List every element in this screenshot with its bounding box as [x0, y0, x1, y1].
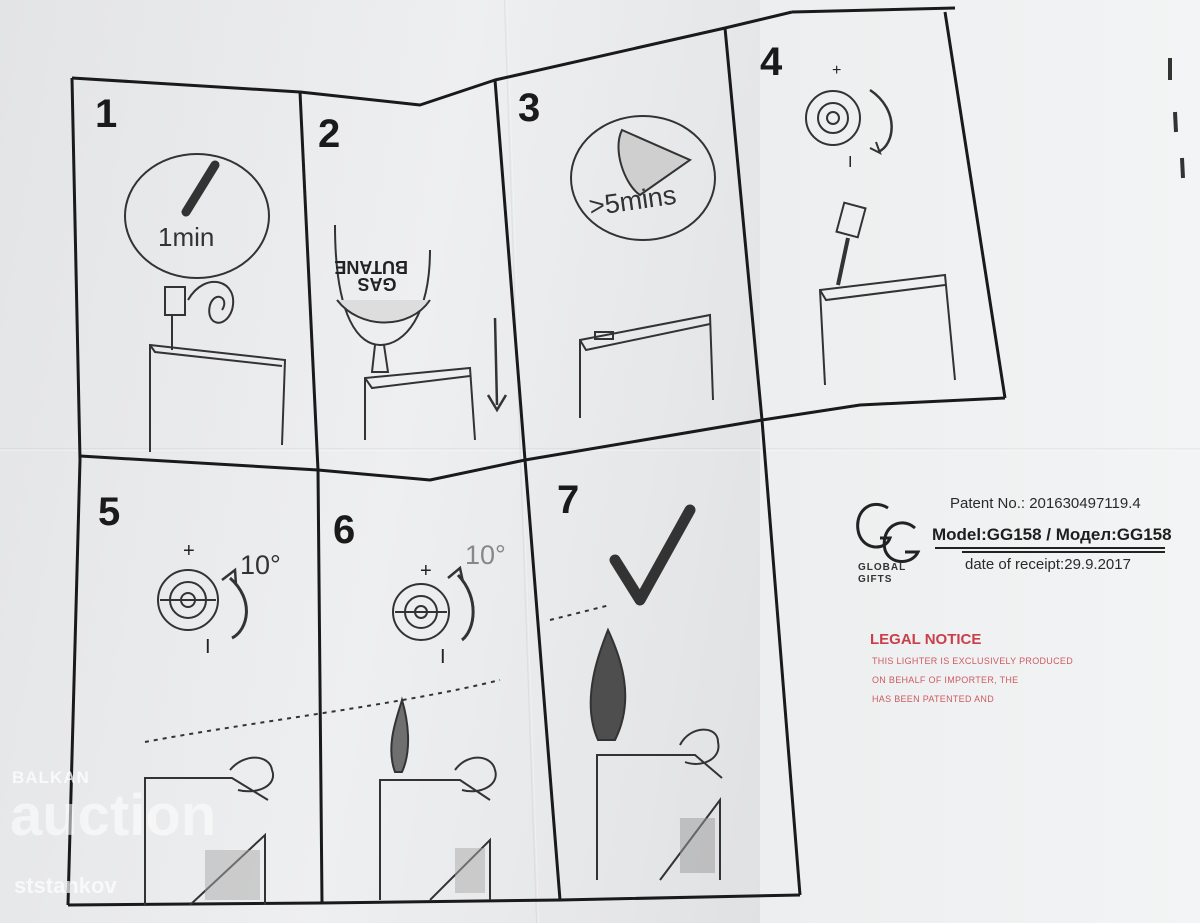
step-5-number: 5	[98, 490, 121, 534]
step-5-plus: +	[183, 540, 195, 562]
step5-illustration	[144, 567, 501, 906]
step-3-number: 3	[518, 86, 541, 130]
date-of-receipt: date of receipt:29.9.2017	[965, 556, 1131, 573]
step-6-plus: +	[420, 560, 432, 582]
step-6-minus: I	[440, 646, 446, 668]
fold-line-horizontal	[0, 448, 1200, 451]
step2-illustration	[334, 224, 508, 441]
patent-number: Patent No.: 201630497119.4	[950, 495, 1141, 512]
step4-illustration	[805, 88, 956, 386]
step-2-number: 2	[318, 112, 341, 156]
step-1-number: 1	[95, 92, 118, 136]
watermark-user: ststankov	[14, 873, 117, 898]
legal-notice-title: LEGAL NOTICE	[870, 631, 982, 648]
brand-line2: GIFTS	[858, 574, 893, 585]
step-7-number: 7	[557, 478, 580, 522]
step-6-degrees: 10°	[465, 540, 506, 570]
gas-label-line1: BUTANE	[334, 257, 408, 277]
legal-notice-line: ON BEHALF OF IMPORTER, THE	[872, 675, 1019, 685]
gas-label-line2: GAS	[357, 274, 397, 294]
step-5-degrees: 10°	[240, 550, 281, 580]
step6-illustration	[379, 565, 497, 901]
watermark-balkan: BALKAN	[12, 768, 90, 787]
butane-gas-label: GAS BUTANE	[334, 257, 408, 294]
step-6-number: 6	[333, 508, 356, 552]
watermark-auction: auction	[10, 783, 217, 848]
step-4-minus: I	[848, 154, 853, 171]
right-panel	[760, 0, 1200, 923]
step-4-number: 4	[760, 40, 783, 84]
brand-line1: GLOBAL	[858, 562, 907, 573]
step3-illustration	[570, 115, 716, 418]
legal-notice-line: THIS LIGHTER IS EXCLUSIVELY PRODUCED	[872, 656, 1074, 666]
model-number: Model:GG158 / Модел:GG158	[932, 525, 1172, 544]
step-5-minus: I	[205, 636, 211, 658]
step1-illustration	[124, 153, 287, 452]
step-4-plus: +	[832, 62, 842, 79]
legal-notice-line: HAS BEEN PATENTED AND	[872, 694, 994, 704]
step7-illustration	[549, 504, 723, 881]
brand-name: GLOBAL GIFTS	[858, 562, 906, 586]
global-gifts-logo	[856, 502, 921, 563]
step-1-caption: 1min	[158, 222, 215, 252]
